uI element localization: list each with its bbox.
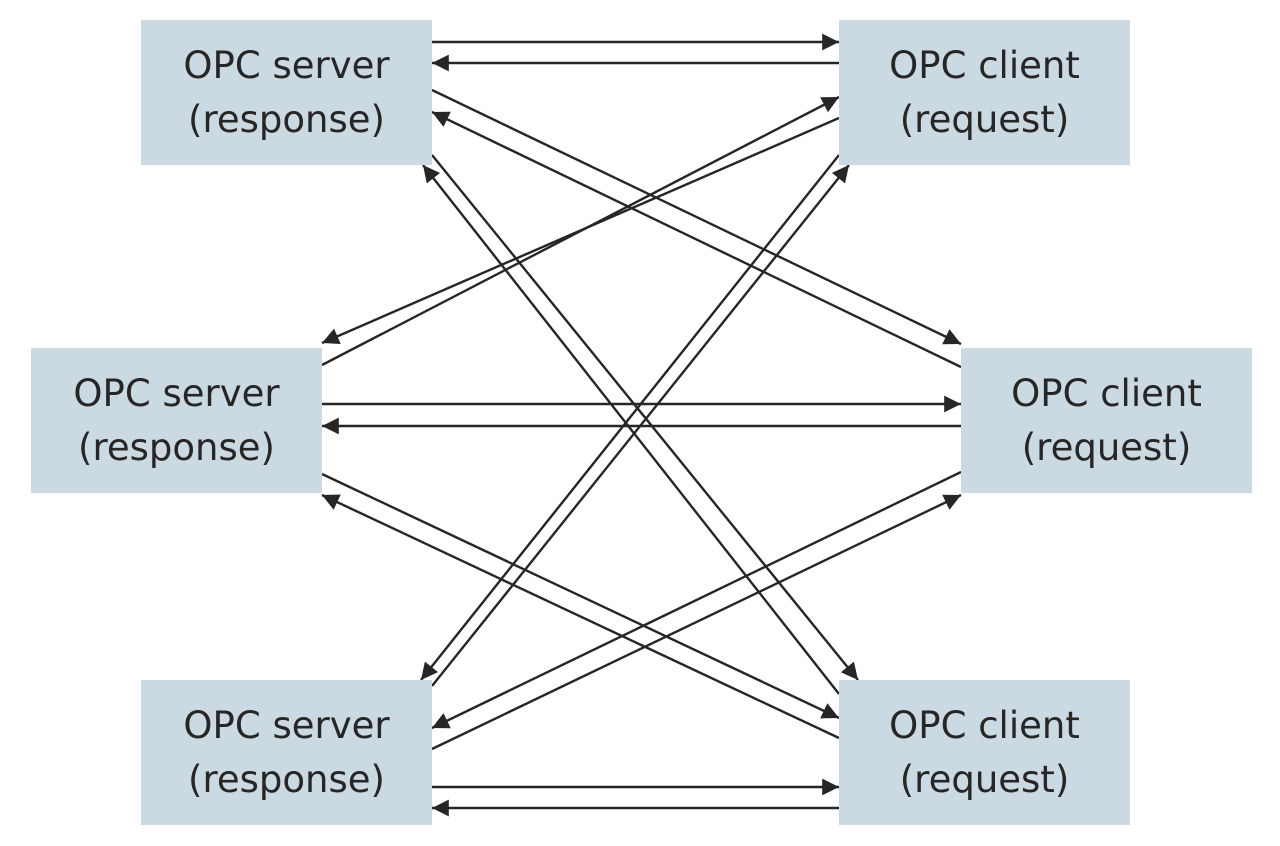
node-title: OPC client — [889, 43, 1080, 87]
arrow-c3-to-s2 — [321, 493, 840, 740]
node-title: OPC client — [1011, 371, 1202, 415]
arrow-s1-to-c3 — [431, 154, 859, 681]
opc-server-box-3: OPC server (response) — [141, 680, 432, 825]
arrow-c3-to-s1 — [422, 164, 840, 695]
node-title: OPC client — [889, 703, 1080, 747]
node-subtitle: (response) — [188, 97, 385, 141]
arrow-s1-to-c2 — [431, 88, 962, 346]
node-subtitle: (request) — [1021, 425, 1192, 469]
arrow-s2-to-c3 — [321, 472, 840, 720]
opc-server-box-2: OPC server (response) — [31, 348, 322, 493]
node-subtitle: (request) — [899, 97, 1070, 141]
opc-server-box-1: OPC server (response) — [141, 20, 432, 165]
node-subtitle: (response) — [78, 425, 275, 469]
node-title: OPC server — [183, 703, 390, 747]
node-title: OPC server — [73, 371, 280, 415]
arrow-c2-to-s1 — [431, 110, 962, 369]
opc-client-box-3: OPC client (request) — [839, 680, 1130, 825]
arrow-s3-to-c1 — [431, 164, 850, 687]
arrow-c1-to-s2 — [321, 116, 840, 345]
node-subtitle: (request) — [899, 757, 1070, 801]
node-title: OPC server — [183, 43, 390, 87]
opc-client-box-2: OPC client (request) — [961, 348, 1252, 493]
arrow-s3-to-c2 — [431, 493, 962, 751]
node-subtitle: (response) — [188, 757, 385, 801]
edge-group — [321, 33, 962, 817]
opc-client-box-1: OPC client (request) — [839, 20, 1130, 165]
arrow-c2-to-s3 — [431, 470, 962, 730]
arrow-c1-to-s3 — [420, 154, 840, 681]
